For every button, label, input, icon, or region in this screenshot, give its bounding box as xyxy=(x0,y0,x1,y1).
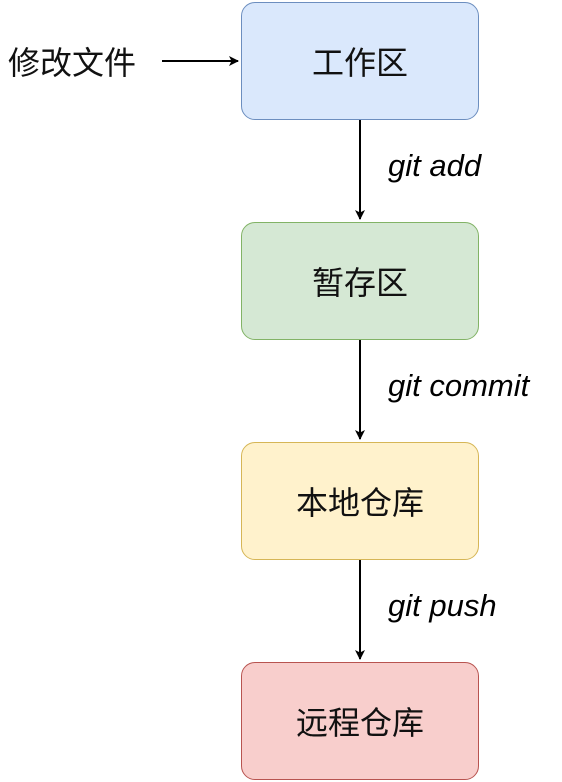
workspace-node: 工作区 xyxy=(241,2,479,120)
remote-repository-node: 远程仓库 xyxy=(241,662,479,780)
git-push-label: git push xyxy=(388,588,497,623)
modify-files-label: 修改文件 xyxy=(8,44,137,82)
git-commit-label: git commit xyxy=(388,368,530,403)
staging-area-node: 暂存区 xyxy=(241,222,479,340)
local-repository-node: 本地仓库 xyxy=(241,442,479,560)
git-add-label: git add xyxy=(388,148,482,183)
